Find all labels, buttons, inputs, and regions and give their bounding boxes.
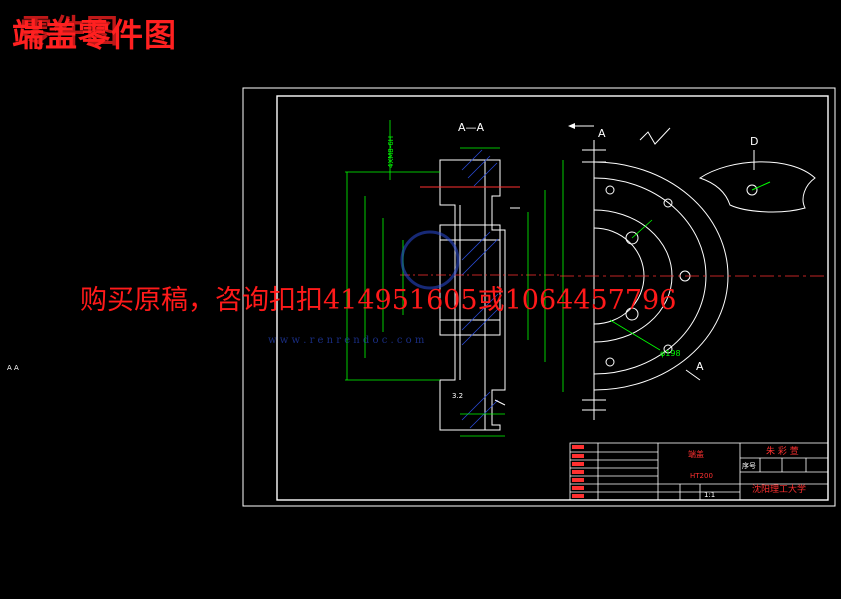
dim-top-label: 4XM8-6H <box>387 136 395 168</box>
part-name: 端盖 <box>688 449 704 459</box>
overlay-title-ghost: 零件图 <box>20 12 120 50</box>
overlay-ad-text: 购买原稿，咨询扣扣414951605或1064457796 <box>80 285 677 316</box>
dim-phi198-label: φ198 <box>660 349 681 358</box>
company: 沈阳理工大学 <box>752 483 806 495</box>
designer: 朱 彩 萱 <box>766 445 799 457</box>
title-block <box>569 442 829 501</box>
view-a2-label: A <box>696 360 704 373</box>
surface-finish-label: 3.2 <box>452 392 463 400</box>
detail-view-d <box>698 161 816 213</box>
dimension-lines <box>345 120 564 437</box>
overlay-title: 端盖零件图 <box>12 16 178 54</box>
material: HT200 <box>690 472 713 480</box>
left-markers: A A <box>7 364 19 372</box>
watermark-logo <box>400 230 460 290</box>
scale: 1:1 <box>704 491 715 499</box>
section-hatch <box>461 149 499 429</box>
view-d-label: D <box>750 135 758 148</box>
sheet-inner-frame <box>276 95 829 501</box>
view-a-label: A <box>598 127 606 140</box>
section-view <box>439 159 506 431</box>
watermark-url: w w w . r e n r e n d o c . c o m <box>268 335 425 346</box>
sheet-outer-border <box>242 87 836 507</box>
seq-label: 序号 <box>742 461 756 470</box>
section-label: A—A <box>458 121 485 134</box>
